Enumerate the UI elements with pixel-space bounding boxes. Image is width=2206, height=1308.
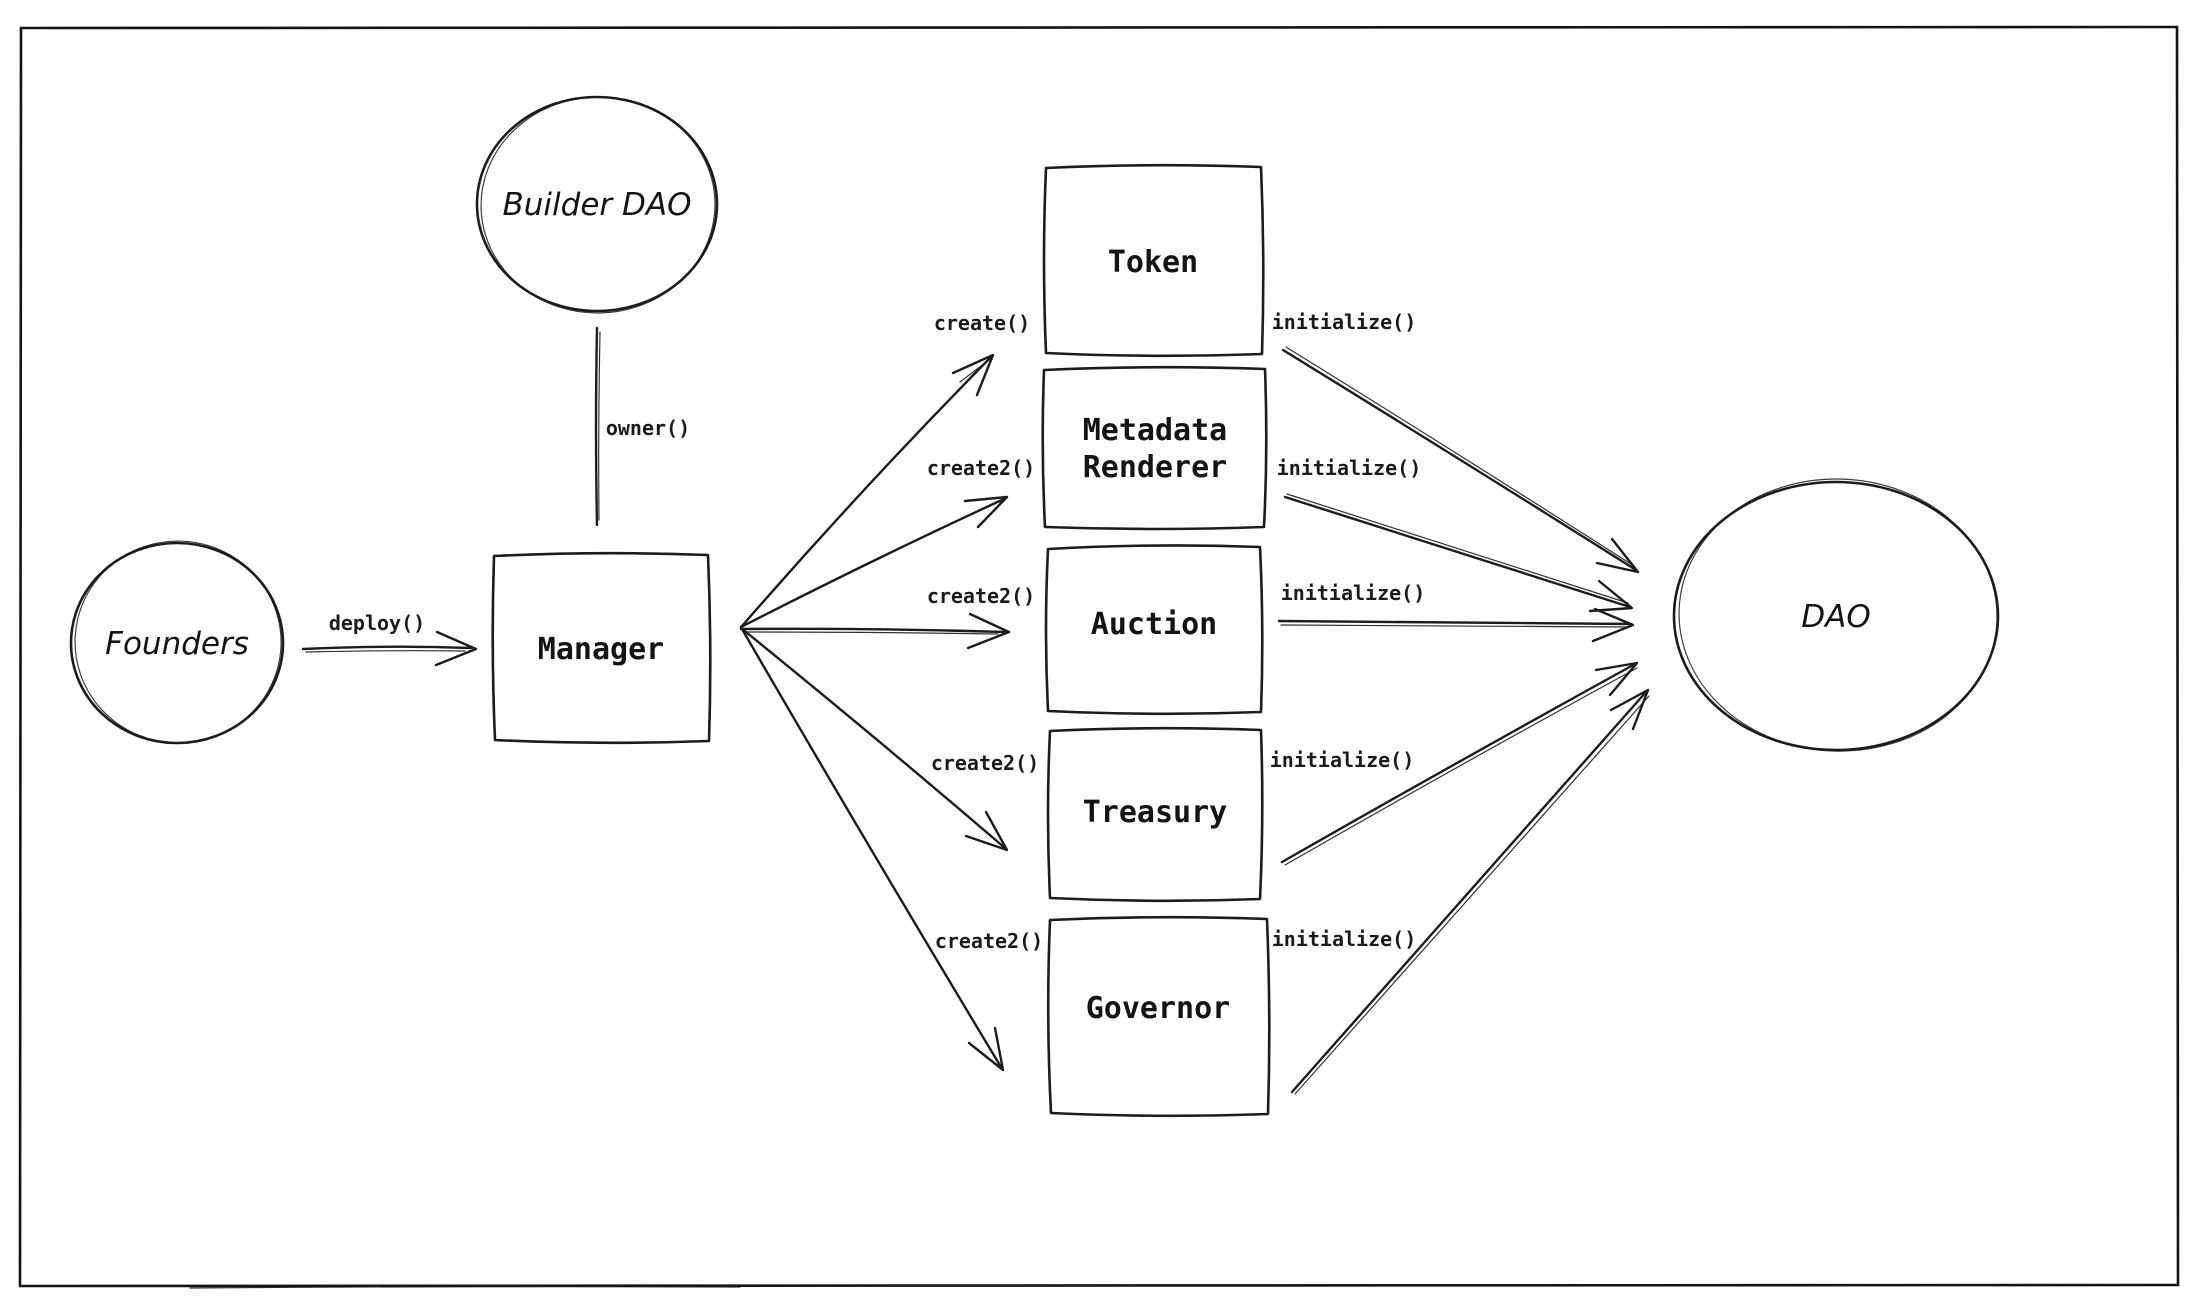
edge-create2-auction-arrowhead	[966, 612, 1011, 650]
node-metadata-renderer-box	[1041, 365, 1268, 531]
edge-create2-auction-arrow-shaft	[739, 627, 1007, 634]
edge-create-token-label: create()	[934, 311, 1030, 335]
edge-create2-governor-label: create2()	[935, 929, 1043, 953]
edge-create-token-arrow-shaft	[740, 355, 993, 628]
edge-init-token-label: initialize()	[1272, 310, 1417, 334]
edge-create-token-arrowhead-echo	[959, 359, 990, 383]
node-metadata-renderer-label-line2: Renderer	[1083, 450, 1228, 485]
edge-init-auction-arrowhead	[1591, 607, 1635, 643]
edge-deploy-arrowhead	[434, 630, 478, 667]
node-dao-ellipse-echo	[1678, 478, 1998, 752]
node-builder-dao-label: Builder DAO	[503, 187, 692, 223]
edge-create2-treasury-arrowhead	[964, 810, 1009, 852]
node-manager-label: Manager	[538, 632, 664, 667]
edge-deploy-arrow-shaft-echo	[305, 650, 466, 653]
node-token-label: Token	[1108, 245, 1198, 280]
edge-owner-line-echo	[598, 331, 601, 521]
node-founders-label: Founders	[105, 626, 249, 662]
edge-init-metadata-label: initialize()	[1277, 456, 1422, 480]
edge-init-governor-label: initialize()	[1272, 927, 1417, 951]
edge-deploy-label: deploy()	[329, 611, 425, 635]
canvas-border	[18, 25, 2180, 1288]
edge-init-metadata-arrowhead	[1588, 579, 1634, 613]
node-governor-box	[1046, 915, 1271, 1118]
edge-init-treasury-arrow-shaft	[1280, 662, 1637, 864]
edge-owner-label: owner()	[606, 416, 690, 440]
edge-init-treasury-arrowhead	[1594, 661, 1639, 697]
edge-init-auction-arrow-shaft-echo	[1280, 624, 1627, 628]
node-founders-ellipse-echo	[74, 540, 282, 744]
edge-init-treasury-label: initialize()	[1270, 748, 1415, 772]
edge-deploy-arrow-shaft	[301, 645, 473, 651]
edge-create2-auction-label: create2()	[927, 584, 1035, 608]
edge-create-token-arrowhead	[951, 353, 995, 397]
node-dao-ellipse	[1672, 480, 2000, 752]
node-auction-box	[1044, 544, 1264, 716]
node-manager-box	[491, 551, 712, 745]
edge-init-metadata-arrow-shaft-echo	[1286, 493, 1629, 604]
node-builder-dao-ellipse-echo	[480, 96, 716, 314]
canvas-border-overlap-stroke	[189, 1286, 741, 1289]
edge-init-auction-arrow-shaft	[1277, 619, 1633, 626]
edge-init-token-arrow-shaft-echo	[1285, 346, 1635, 567]
edge-create2-auction-arrow-shaft-echo	[743, 631, 999, 635]
edge-init-metadata-arrow-shaft	[1283, 495, 1632, 609]
edge-create2-metadata-arrow-shaft	[739, 497, 1006, 629]
node-dao-label: DAO	[1801, 599, 1870, 635]
node-treasury-box	[1046, 726, 1264, 903]
edge-create2-metadata-label: create2()	[927, 456, 1035, 480]
edge-create2-governor-arrowhead	[967, 1026, 1005, 1072]
edge-create2-governor-arrow-shaft	[740, 627, 1003, 1069]
edge-init-token-arrow-shaft	[1281, 348, 1638, 572]
edge-init-auction-label: initialize()	[1281, 581, 1426, 605]
edge-init-governor-arrow-shaft	[1290, 690, 1648, 1094]
edge-init-governor-arrowhead	[1609, 688, 1650, 731]
edge-init-governor-arrow-shaft-echo	[1294, 695, 1650, 1095]
edge-create2-treasury-label: create2()	[931, 751, 1039, 775]
node-auction-label: Auction	[1091, 607, 1217, 642]
node-metadata-renderer-label-line1: Metadata	[1083, 413, 1228, 448]
edge-init-treasury-arrow-shaft-echo	[1284, 667, 1638, 866]
node-treasury-label: Treasury	[1083, 795, 1228, 830]
edge-create2-metadata-arrowhead	[963, 495, 1009, 529]
edge-init-token-arrowhead	[1595, 537, 1640, 574]
edge-create2-treasury-arrow-shaft	[739, 626, 1007, 850]
edge-owner-line	[594, 326, 599, 527]
node-governor-label: Governor	[1086, 991, 1231, 1026]
node-token-box	[1042, 163, 1265, 358]
